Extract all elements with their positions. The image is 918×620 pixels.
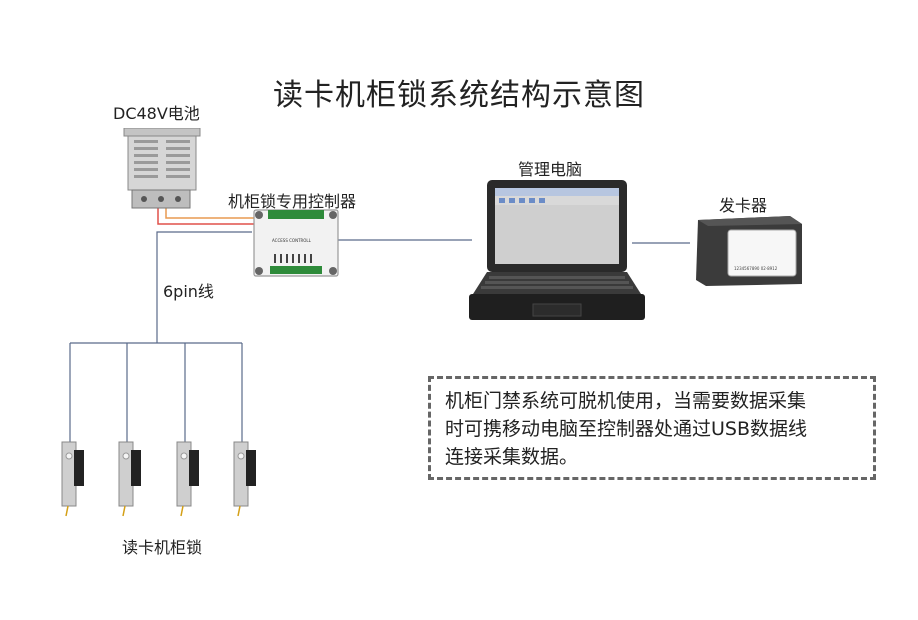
cable-label: 6pin线 <box>163 282 214 301</box>
note-line-2: 时可携移动电脑至控制器处通过USB数据线 <box>445 418 808 440</box>
note-line-3: 连接采集数据。 <box>445 446 579 468</box>
cabinet-lock-icon-3 <box>176 441 199 517</box>
card-issuer-label: 发卡器 <box>719 196 768 215</box>
note-box: 机柜门禁系统可脱机使用，当需要数据采集 时可携移动电脑至控制器处通过USB数据线… <box>428 376 876 480</box>
cable-trunk <box>156 231 252 343</box>
cabinet-lock-icon-1 <box>61 441 84 517</box>
controller-label: 机柜锁专用控制器 <box>228 192 357 211</box>
locks-label: 读卡机柜锁 <box>122 538 203 557</box>
laptop-icon <box>469 180 645 320</box>
card-text: 1234567890 02·8912 <box>734 266 778 271</box>
cabinet-lock-icon-4 <box>233 441 256 517</box>
battery-label: DC48V电池 <box>113 104 200 123</box>
battery-icon <box>123 128 201 209</box>
card-reader-icon <box>696 216 802 286</box>
note-line-1: 机柜门禁系统可脱机使用，当需要数据采集 <box>445 390 807 412</box>
cabinet-lock-icon-2 <box>118 441 141 517</box>
controller-board-icon <box>253 209 339 277</box>
controller-board-text: ACCESS CONTROLL <box>272 238 311 243</box>
computer-label: 管理电脑 <box>518 160 583 179</box>
diagram-title: 读卡机柜锁系统结构示意图 <box>273 78 645 113</box>
